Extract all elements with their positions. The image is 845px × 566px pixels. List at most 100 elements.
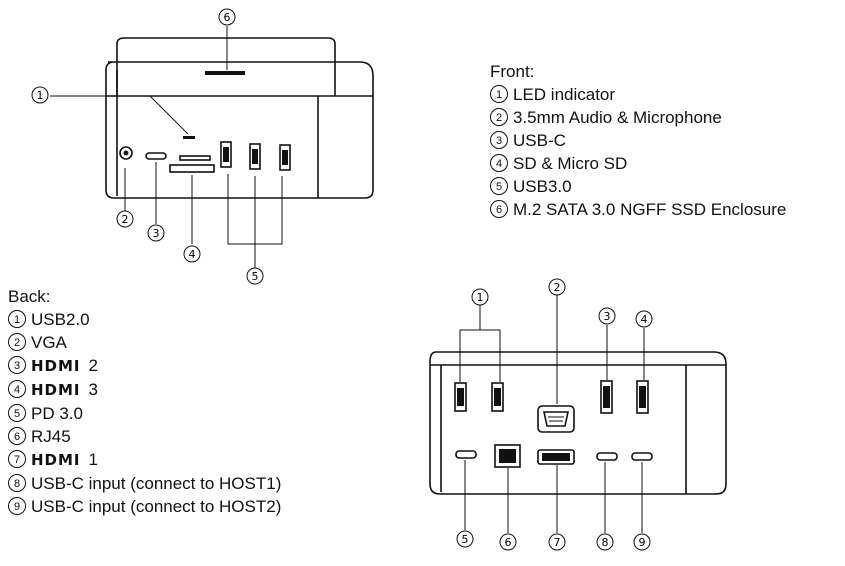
back-callout-number: 3: [604, 310, 611, 323]
front-item-label: 3.5mm Audio & Microphone: [513, 108, 722, 127]
front-callout-number: 6: [224, 11, 231, 24]
back-item-number: 6: [8, 427, 26, 445]
back-item-label: 2: [88, 356, 98, 375]
back-callout-number: 5: [462, 533, 469, 546]
front-item-led: 1 LED indicator: [490, 83, 786, 106]
front-item-usbc: 3 USB-C: [490, 129, 786, 152]
back-item-label: 3: [88, 380, 98, 399]
back-item-hdmi2: 3 HDMI 2: [8, 354, 281, 378]
back-callout-number: 1: [477, 291, 484, 304]
front-item-label: USB-C: [513, 131, 566, 150]
back-item-label: USB-C input (connect to HOST1): [31, 474, 282, 493]
front-callout-number: 3: [153, 227, 160, 240]
front-callout-number: 4: [189, 248, 196, 261]
back-view-drawing: [429, 295, 727, 533]
back-item-number: 2: [8, 333, 26, 351]
hdmi-logo: HDMI: [31, 451, 81, 469]
front-item-label: M.2 SATA 3.0 NGFF SSD Enclosure: [513, 200, 787, 219]
back-callout-number: 9: [639, 536, 646, 549]
hdmi-logo: HDMI: [31, 357, 81, 375]
back-item-number: 4: [8, 380, 26, 398]
front-item-audio: 2 3.5mm Audio & Microphone: [490, 106, 786, 129]
front-view-drawing: [50, 26, 374, 268]
back-callout-circle: [548, 533, 566, 551]
back-item-number: 7: [8, 450, 26, 468]
back-heading: Back:: [8, 287, 51, 306]
back-callout-circle: [548, 278, 566, 296]
back-item-number: 1: [8, 310, 26, 328]
back-callout-number: 7: [554, 536, 561, 549]
front-legend: Front: 1 LED indicator 2 3.5mm Audio & Mic…: [490, 60, 786, 221]
back-item-host1: 8 USB-C input (connect to HOST1): [8, 472, 281, 495]
front-callout-number: 1: [37, 89, 44, 102]
front-usb3-ports: [220, 141, 291, 171]
front-callout-circle: [246, 267, 264, 285]
back-item-hdmi1: 7 HDMI 1: [8, 448, 281, 472]
back-callout-circle: [635, 310, 653, 328]
front-callout-circle: [147, 224, 165, 242]
front-callout-number: 2: [122, 213, 129, 226]
usb2-ports: [454, 382, 504, 412]
back-item-number: 8: [8, 474, 26, 492]
back-item-pd: 5 PD 3.0: [8, 402, 281, 425]
back-callout-circle: [633, 533, 651, 551]
front-item-sd: 4 SD & Micro SD: [490, 152, 786, 175]
back-item-label: 1: [88, 450, 98, 469]
back-callout-number: 6: [505, 536, 512, 549]
back-item-label: PD 3.0: [31, 404, 83, 423]
front-item-number: 4: [490, 154, 508, 172]
front-callout-circle: [116, 210, 134, 228]
front-callout-circle: [31, 86, 49, 104]
back-item-label: RJ45: [31, 427, 71, 446]
front-item-usb3: 5 USB3.0: [490, 175, 786, 198]
host1-usbc-icon: [596, 452, 618, 461]
back-item-vga: 2 VGA: [8, 331, 281, 354]
back-callout-circle: [598, 307, 616, 325]
front-item-number: 3: [490, 131, 508, 149]
front-item-label: USB3.0: [513, 177, 572, 196]
back-callout-circle: [499, 533, 517, 551]
front-usbc-icon: [145, 152, 167, 160]
back-callout-number: 4: [641, 313, 648, 326]
sd-slot-icon: [179, 155, 211, 161]
back-callout-number: 8: [602, 536, 609, 549]
led-indicator-icon: [183, 136, 195, 139]
pd-usbc-icon: [455, 450, 477, 459]
back-item-usb2: 1 USB2.0: [8, 308, 281, 331]
front-heading: Front:: [490, 62, 535, 81]
front-item-ssd: 6 M.2 SATA 3.0 NGFF SSD Enclosure: [490, 198, 786, 221]
front-item-label: LED indicator: [513, 85, 616, 104]
rj45-port-icon: [494, 444, 521, 468]
vga-port-icon: [537, 405, 575, 433]
audio-jack-icon: [119, 146, 133, 160]
back-callout-circle: [456, 530, 474, 548]
host2-usbc-icon: [631, 452, 653, 461]
front-item-number: 5: [490, 177, 508, 195]
back-item-label: USB-C input (connect to HOST2): [31, 497, 282, 516]
front-callout-number: 5: [252, 270, 259, 283]
back-item-number: 5: [8, 404, 26, 422]
back-item-host2: 9 USB-C input (connect to HOST2): [8, 495, 281, 518]
back-item-number: 3: [8, 356, 26, 374]
back-callout-circle: [471, 288, 489, 306]
front-item-number: 1: [490, 85, 508, 103]
front-item-number: 6: [490, 200, 508, 218]
back-callout-number: 2: [554, 281, 561, 294]
back-item-number: 9: [8, 497, 26, 515]
hdmi-horizontal-port-icon: [537, 449, 575, 465]
hdmi-vertical-ports: [600, 380, 649, 414]
front-item-label: SD & Micro SD: [513, 154, 628, 173]
front-item-number: 2: [490, 108, 508, 126]
back-item-label: VGA: [31, 333, 67, 352]
back-item-label: USB2.0: [31, 310, 90, 329]
front-callout-circle: [218, 8, 236, 26]
back-item-hdmi3: 4 HDMI 3: [8, 378, 281, 402]
microsd-slot-icon: [169, 164, 215, 173]
hdmi-logo: HDMI: [31, 381, 81, 399]
back-callout-circle: [596, 533, 614, 551]
back-item-rj45: 6 RJ45: [8, 425, 281, 448]
front-callout-circle: [183, 245, 201, 263]
ssd-slot-icon: [205, 71, 245, 75]
